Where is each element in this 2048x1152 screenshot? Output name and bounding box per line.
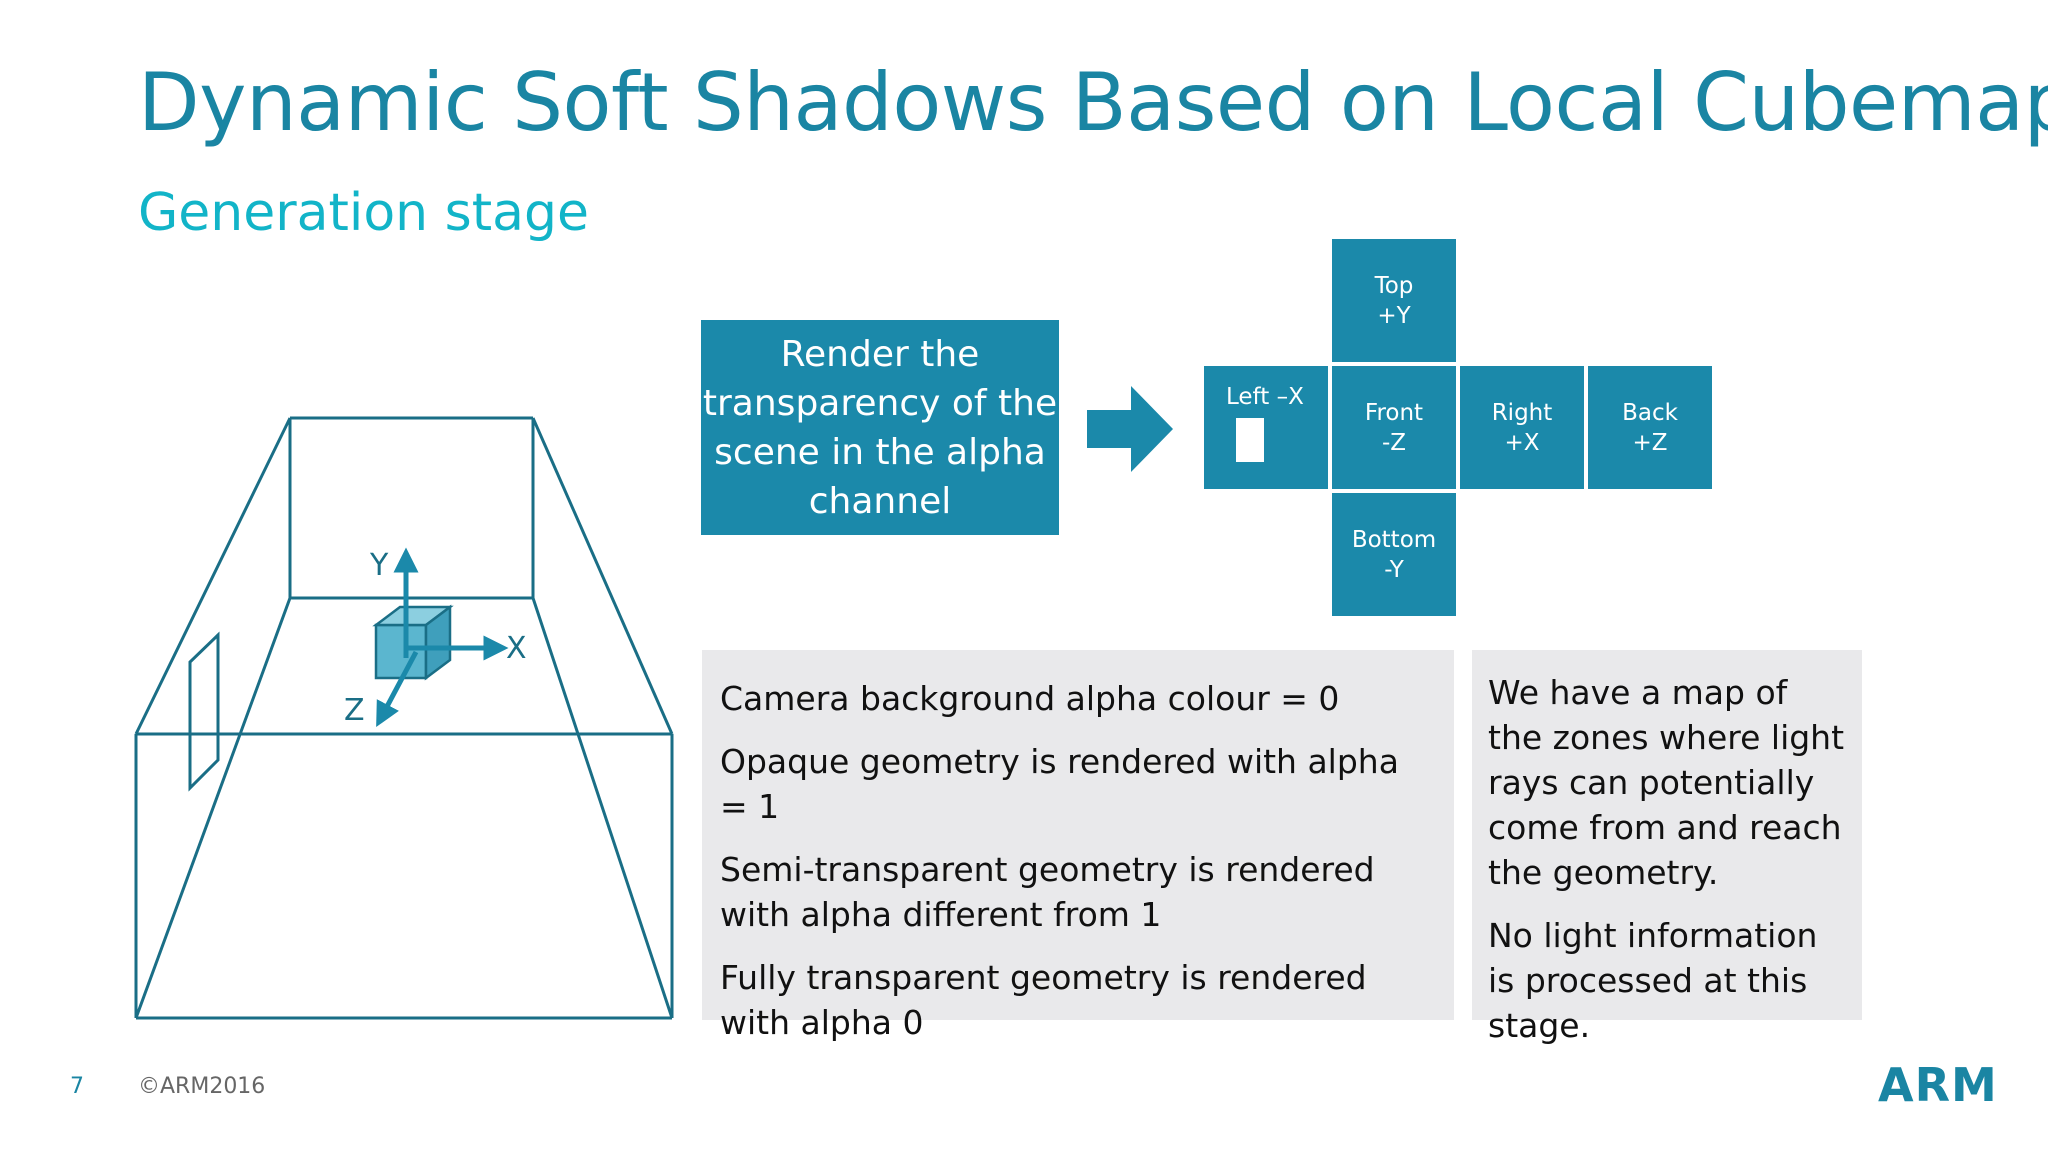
alpha-rule-line: Opaque geometry is rendered with alpha =… xyxy=(720,742,1399,826)
light-opening-marker xyxy=(1236,418,1264,462)
cubemap-face-top: Top +Y xyxy=(1332,239,1456,362)
cubemap-face-left-label: Left –X xyxy=(1226,384,1304,410)
room-diagram: Y X Z xyxy=(134,416,674,1020)
cubemap-face-bottom: Bottom -Y xyxy=(1332,493,1456,616)
cubemap-face-front: Front -Z xyxy=(1332,366,1456,489)
room-left-upper-diagonal xyxy=(134,417,292,735)
alpha-rule-line: Fully transparent geometry is rendered w… xyxy=(720,958,1367,1042)
summary-paragraph: No light information is processed at thi… xyxy=(1488,916,1818,1045)
cubemap-face-right: Right +X xyxy=(1460,366,1584,489)
cubemap-face-back: Back +Z xyxy=(1588,366,1712,489)
alpha-rule-line: Semi-transparent geometry is rendered wi… xyxy=(720,850,1375,934)
room-window xyxy=(188,631,220,792)
room-left-floor-diagonal xyxy=(134,597,292,1019)
cubemap-face-left: Left –X xyxy=(1204,366,1328,489)
summary-paragraph: We have a map of the zones where light r… xyxy=(1488,673,1845,892)
alpha-rules-panel: Camera background alpha colour = 0 Opaqu… xyxy=(702,650,1454,1042)
z-axis-label: Z xyxy=(344,693,365,728)
page-number: 7 xyxy=(70,1074,84,1099)
alpha-rule-line: Camera background alpha colour = 0 xyxy=(720,679,1340,718)
slide-subtitle: Generation stage xyxy=(138,183,589,243)
room-right-floor-diagonal xyxy=(531,597,674,1019)
copyright-text: ©ARM2016 xyxy=(138,1074,266,1099)
flow-arrow-icon xyxy=(1087,386,1173,472)
y-axis-label: Y xyxy=(369,548,389,583)
room-right-upper-diagonal xyxy=(531,417,674,735)
summary-panel: We have a map of the zones where light r… xyxy=(1472,650,1862,1045)
z-axis-arrow xyxy=(376,650,419,728)
slide-title: Dynamic Soft Shadows Based on Local Cube… xyxy=(138,56,2048,149)
render-step-box: Render the transparency of the scene in … xyxy=(701,320,1059,535)
arm-logo: ARM xyxy=(1878,1058,1998,1112)
x-axis-label: X xyxy=(506,631,527,666)
cube-object xyxy=(372,604,454,681)
